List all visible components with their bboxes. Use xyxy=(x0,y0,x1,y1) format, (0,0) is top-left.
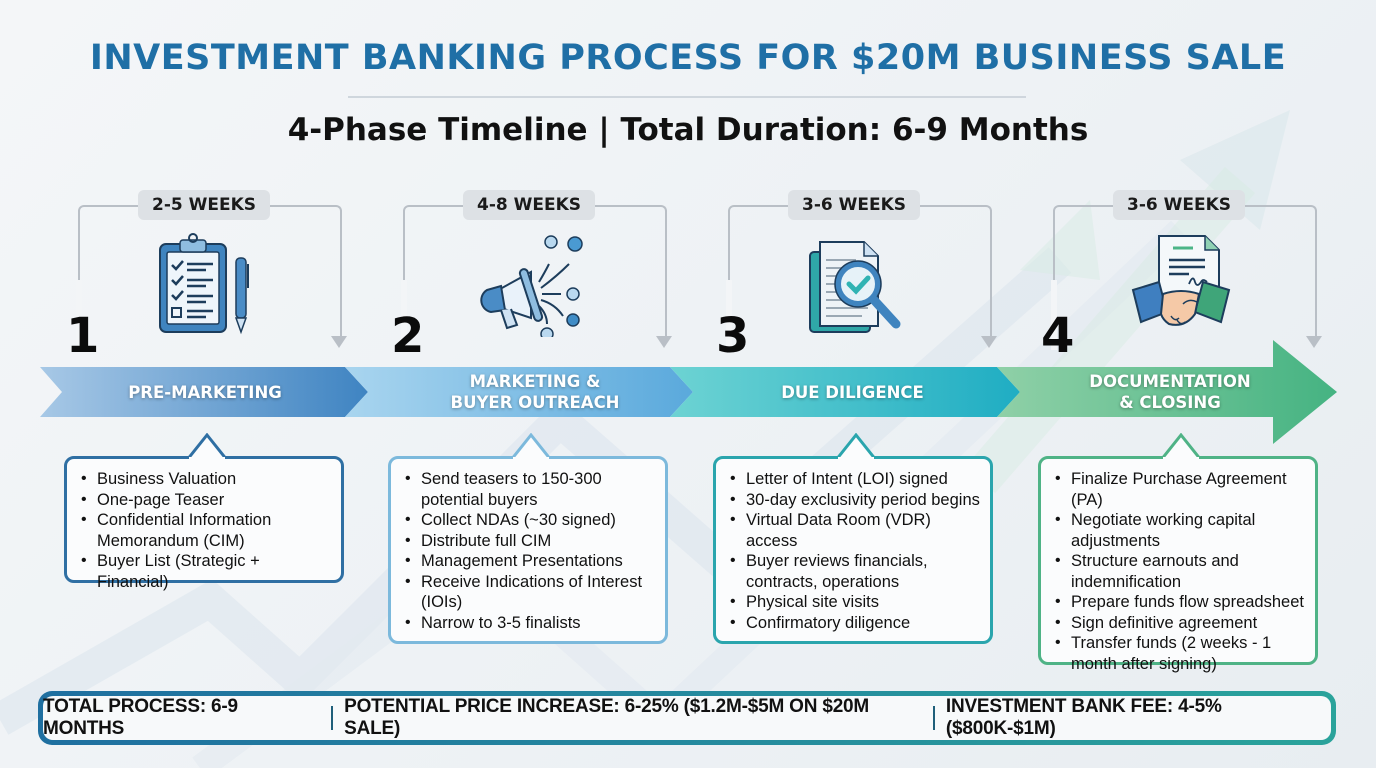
summary-price-increase: POTENTIAL PRICE INCREASE: 6-25% ($1.2M-$… xyxy=(344,696,870,739)
phase-1-details-card: Business Valuation One-page Teaser Confi… xyxy=(64,433,344,591)
arrow-down-icon xyxy=(656,336,672,348)
list-item: Sign definitive agreement xyxy=(1055,613,1305,634)
list-item: Collect NDAs (~30 signed) xyxy=(405,510,655,531)
phase-3-details-card: Letter of Intent (LOI) signed 30-day exc… xyxy=(713,433,993,644)
list-item: Prepare funds flow spreadsheet xyxy=(1055,592,1305,613)
phase-timeline-arrow xyxy=(40,340,1337,444)
phase-3-label: DUE DILIGENCE xyxy=(781,382,924,402)
summary-bank-fee: INVESTMENT BANK FEE: 4-5% ($800K-$1M) xyxy=(945,696,1222,739)
phase-3-items: Letter of Intent (LOI) signed 30-day exc… xyxy=(726,469,980,633)
phase-2-label: MARKETING & BUYER OUTREACH xyxy=(450,372,620,412)
title-divider xyxy=(348,96,1026,98)
phase-1-header: 2-5 WEEKS 1 xyxy=(66,190,368,364)
page-title: INVESTMENT BANKING PROCESS FOR $20M BUSI… xyxy=(89,38,1287,78)
duration-badge: 3-6 WEEKS xyxy=(1113,190,1245,220)
phase-4-label: DOCUMENTATION & CLOSING xyxy=(1089,372,1251,412)
callout-pointer xyxy=(511,433,551,459)
phase-number: 1 xyxy=(66,308,100,364)
arrow-down-icon xyxy=(1306,336,1322,348)
list-item: Receive Indications of Interest (IOIs) xyxy=(405,572,655,613)
list-item: Confirmatory diligence xyxy=(730,613,980,634)
list-item: Buyer reviews financials, contracts, ope… xyxy=(730,551,980,592)
phase-number: 3 xyxy=(716,308,750,364)
list-item: Management Presentations xyxy=(405,551,655,572)
clipboard-checklist-icon xyxy=(159,233,249,335)
summary-bar: TOTAL PROCESS: 6-9 MONTHS POTENTIAL PRIC… xyxy=(43,696,1331,740)
list-item: Narrow to 3-5 finalists xyxy=(405,613,655,634)
phase-1-label: PRE-MARKETING xyxy=(128,382,282,402)
list-item: Physical site visits xyxy=(730,592,980,613)
phase-number: 2 xyxy=(391,308,425,364)
page-subtitle: 4-Phase Timeline | Total Duration: 6-9 M… xyxy=(287,112,1089,148)
list-item: Send teasers to 150-300 potential buyers xyxy=(405,469,655,510)
list-item: Distribute full CIM xyxy=(405,531,655,552)
summary-total-process: TOTAL PROCESS: 6-9 MONTHS xyxy=(43,696,238,739)
phase-number: 4 xyxy=(1041,308,1075,364)
list-item: Virtual Data Room (VDR) access xyxy=(730,510,980,551)
megaphone-icon xyxy=(480,235,583,337)
document-magnifier-icon xyxy=(809,241,901,333)
phase-2-items: Send teasers to 150-300 potential buyers… xyxy=(401,469,655,633)
list-item: Transfer funds (2 weeks - 1 month after … xyxy=(1055,633,1305,674)
summary-divider xyxy=(932,706,935,730)
arrow-down-icon xyxy=(331,336,347,348)
phase-2-header: 4-8 WEEKS 2 xyxy=(391,190,693,364)
phase-3-header: 3-6 WEEKS 3 xyxy=(716,190,1018,364)
summary-divider xyxy=(331,706,334,730)
callout-pointer xyxy=(1161,433,1201,459)
duration-badge: 4-8 WEEKS xyxy=(463,190,595,220)
list-item: One-page Teaser xyxy=(81,490,331,511)
list-item: Structure earnouts and indemnification xyxy=(1055,551,1305,592)
phase-4-header: 3-6 WEEKS 4 xyxy=(1041,190,1343,364)
list-item: Buyer List (Strategic + Financial) xyxy=(81,551,331,592)
list-item: Confidential Information Memorandum (CIM… xyxy=(81,510,331,551)
list-item: 30-day exclusivity period begins xyxy=(730,490,980,511)
callout-pointer xyxy=(836,433,876,459)
callout-pointer xyxy=(187,433,227,459)
duration-badge: 2-5 WEEKS xyxy=(138,190,270,220)
duration-badge: 3-6 WEEKS xyxy=(788,190,920,220)
arrow-down-icon xyxy=(981,336,997,348)
phase-2-details-card: Send teasers to 150-300 potential buyers… xyxy=(388,433,668,644)
phase-1-items: Business Valuation One-page Teaser Confi… xyxy=(77,469,331,592)
list-item: Finalize Purchase Agreement (PA) xyxy=(1055,469,1305,510)
list-item: Business Valuation xyxy=(81,469,331,490)
list-item: Negotiate working capital adjustments xyxy=(1055,510,1305,551)
phase-4-items: Finalize Purchase Agreement (PA) Negotia… xyxy=(1051,469,1305,674)
list-item: Letter of Intent (LOI) signed xyxy=(730,469,980,490)
handshake-contract-icon xyxy=(1131,235,1231,326)
phase-4-details-card: Finalize Purchase Agreement (PA) Negotia… xyxy=(1038,433,1318,673)
